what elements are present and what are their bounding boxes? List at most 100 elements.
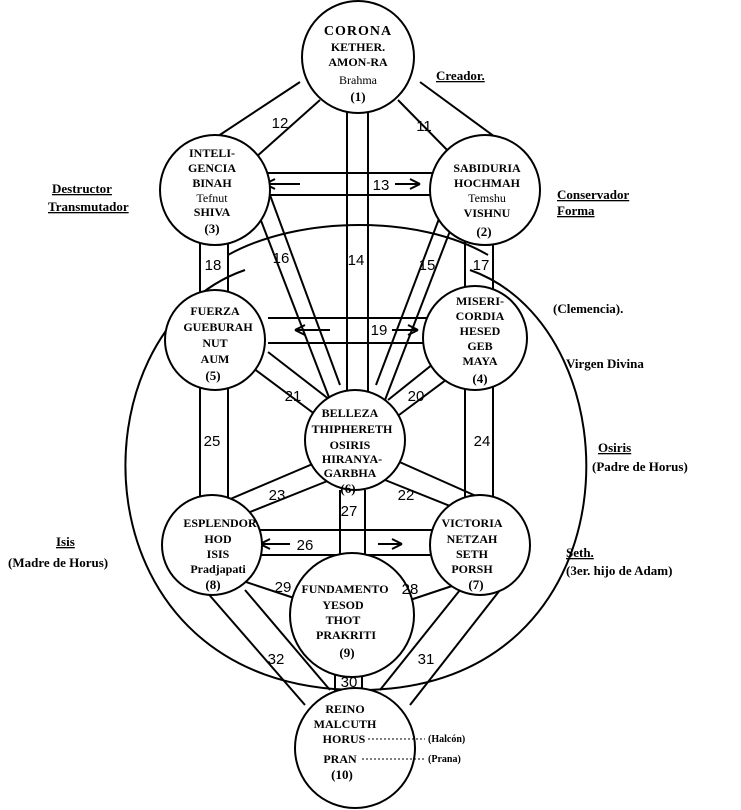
svg-text:GUEBURAH: GUEBURAH [183,320,253,334]
path-27: 27 [341,503,358,520]
svg-text:HESED: HESED [460,324,501,338]
path-numbers: 12 11 13 14 16 15 18 17 19 21 20 25 24 2… [204,115,491,691]
svg-text:INTELI-: INTELI- [189,146,235,160]
netzah-text: VICTORIA NETZAH SETH PORSH (7) [441,516,502,592]
label-forma: Forma [557,203,595,218]
svg-text:(2): (2) [476,224,491,239]
path-20: 20 [408,388,425,405]
svg-text:HOD: HOD [204,532,232,546]
label-creador: Creador. [436,68,485,83]
svg-text:VISHNU: VISHNU [464,206,511,220]
svg-text:(9): (9) [339,645,354,660]
svg-text:(8): (8) [205,577,220,592]
svg-text:(1): (1) [350,89,365,104]
path-32: 32 [268,651,285,668]
label-isis: Isis [56,534,75,549]
path-19: 19 [371,322,388,339]
svg-text:KETHER.: KETHER. [331,40,385,54]
upper-inner-arc [227,224,489,256]
sephira-geburah [164,289,266,391]
label-halcon: (Halcón) [428,734,465,745]
side-labels: Creador. Destructor Transmutador Conserv… [8,68,688,765]
svg-text:SABIDURIA: SABIDURIA [453,161,521,175]
label-prana: (Prana) [428,754,461,765]
path-23: 23 [269,487,286,504]
svg-text:SETH: SETH [456,547,489,561]
svg-text:(6): (6) [340,481,355,496]
path-21: 21 [285,388,302,405]
sephira-netzah [429,494,531,596]
right-outer-arc [359,269,588,691]
svg-text:BELLEZA: BELLEZA [322,406,379,420]
svg-text:BINAH: BINAH [192,176,232,190]
hochmah-text: SABIDURIA HOCHMAH Temshu VISHNU (2) [453,161,521,239]
svg-text:(4): (4) [472,371,487,386]
arrow-right-19 [392,324,419,336]
path-25: 25 [204,433,221,450]
svg-text:Pradjapati: Pradjapati [190,562,246,576]
svg-text:(7): (7) [468,577,483,592]
svg-text:OSIRIS: OSIRIS [330,438,371,452]
binah-text: INTELI- GENCIA BINAH Tefnut SHIVA (3) [188,146,236,236]
svg-text:YESOD: YESOD [322,598,364,612]
path-17: 17 [473,257,490,274]
svg-text:HOCHMAH: HOCHMAH [454,176,521,190]
arrow-right-13 [395,178,421,190]
svg-text:REINO: REINO [325,702,364,716]
sephira-hesed [422,285,528,391]
svg-text:PRAN: PRAN [323,752,357,766]
malcuth-text: REINO MALCUTH HORUS PRAN (10) [314,702,377,782]
label-transmutador: Transmutador [48,199,129,214]
svg-text:MAYA: MAYA [462,354,497,368]
arrow-right-26 [378,538,403,550]
label-conservador: Conservador [557,187,629,202]
label-seth-hijo: (3er. hijo de Adam) [566,563,672,578]
path-13: 13 [373,177,390,194]
svg-text:(5): (5) [205,368,220,383]
hod-text: ESPLENDOR HOD ISIS Pradjapati (8) [183,516,257,592]
svg-text:FUERZA: FUERZA [190,304,240,318]
svg-text:PORSH: PORSH [451,562,493,576]
svg-text:PRAKRITI: PRAKRITI [316,628,376,642]
svg-text:ESPLENDOR: ESPLENDOR [183,516,257,530]
yesod-text: FUNDAMENTO YESOD THOT PRAKRITI (9) [301,582,388,660]
svg-text:CORDIA: CORDIA [456,309,505,323]
sephira-malcuth [294,687,416,809]
svg-text:GENCIA: GENCIA [188,161,236,175]
geburah-text: FUERZA GUEBURAH NUT AUM (5) [183,304,253,383]
svg-text:NUT: NUT [202,336,227,350]
sephira-binah [159,134,271,246]
svg-text:GARBHA: GARBHA [324,466,377,480]
arrow-left-19 [294,324,330,336]
sephira-hod [161,494,263,596]
sephira-hochmah [429,134,541,246]
path-14: 14 [348,252,365,269]
svg-text:THOT: THOT [326,613,361,627]
svg-text:AUM: AUM [201,352,230,366]
tiphereth-text: BELLEZA THIPHERETH OSIRIS HIRANYA- GARBH… [312,406,393,496]
path-26: 26 [297,537,314,554]
svg-text:HORUS: HORUS [323,732,366,746]
label-madre-horus: (Madre de Horus) [8,555,108,570]
label-padre-horus: (Padre de Horus) [592,459,688,474]
svg-text:(10): (10) [331,767,353,782]
hesed-text: MISERI- CORDIA HESED GEB MAYA (4) [456,294,505,386]
svg-text:MISERI-: MISERI- [456,294,504,308]
label-osiris: Osiris [598,440,631,455]
svg-text:NETZAH: NETZAH [447,532,498,546]
sephira-yesod [289,552,415,678]
kether-text: CORONA KETHER. AMON-RA Brahma (1) [324,24,391,104]
path-16: 16 [273,250,290,267]
label-clemencia: (Clemencia). [553,301,623,316]
svg-text:SHIVA: SHIVA [194,205,231,219]
svg-text:Tefnut: Tefnut [196,191,228,205]
svg-text:Brahma: Brahma [339,73,378,87]
label-destructor: Destructor [52,181,112,196]
path-30: 30 [341,674,358,691]
path-22: 22 [398,487,415,504]
svg-text:Temshu: Temshu [468,191,506,205]
path-15: 15 [419,257,436,274]
label-virgen-divina: Virgen Divina [566,356,644,371]
path-18: 18 [205,257,222,274]
